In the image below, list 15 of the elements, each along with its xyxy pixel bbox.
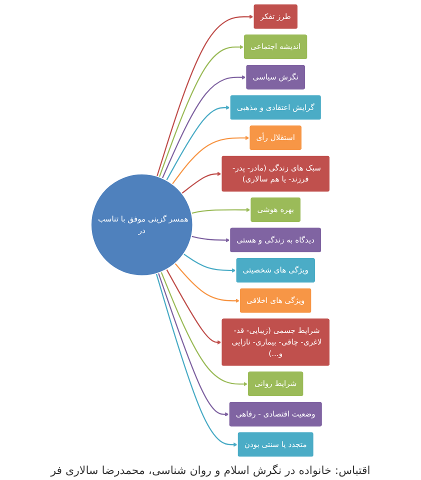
arrow bbox=[160, 272, 248, 386]
arrow bbox=[156, 273, 238, 447]
arrow bbox=[162, 75, 246, 178]
arrow bbox=[158, 44, 244, 178]
arrow bbox=[166, 269, 222, 344]
arrow bbox=[158, 272, 230, 416]
arrow bbox=[183, 253, 236, 273]
arrow bbox=[172, 136, 250, 184]
arrow bbox=[166, 106, 230, 181]
arrow bbox=[191, 236, 230, 242]
arrow bbox=[182, 172, 222, 194]
arrow bbox=[156, 14, 254, 176]
arrow bbox=[174, 263, 240, 303]
source-caption: اقتباس: خانواده در نگرش اسلام و روان شناسی، محمدرضا سالاری فر bbox=[49, 463, 372, 479]
arrow bbox=[191, 208, 251, 214]
